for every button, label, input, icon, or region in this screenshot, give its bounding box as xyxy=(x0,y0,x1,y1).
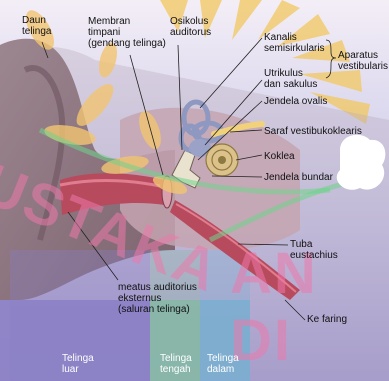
label-jendela-bundar: Jendela bundar xyxy=(264,172,333,183)
watermark-blob xyxy=(337,135,386,190)
label-koklea: Koklea xyxy=(264,151,295,162)
cochlea xyxy=(206,144,238,176)
label-ke-faring: Ke faring xyxy=(307,314,347,325)
label-saraf-vestibukoklearis: Saraf vestibukoklearis xyxy=(264,126,362,137)
label-jendela-ovalis: Jendela ovalis xyxy=(264,96,327,107)
